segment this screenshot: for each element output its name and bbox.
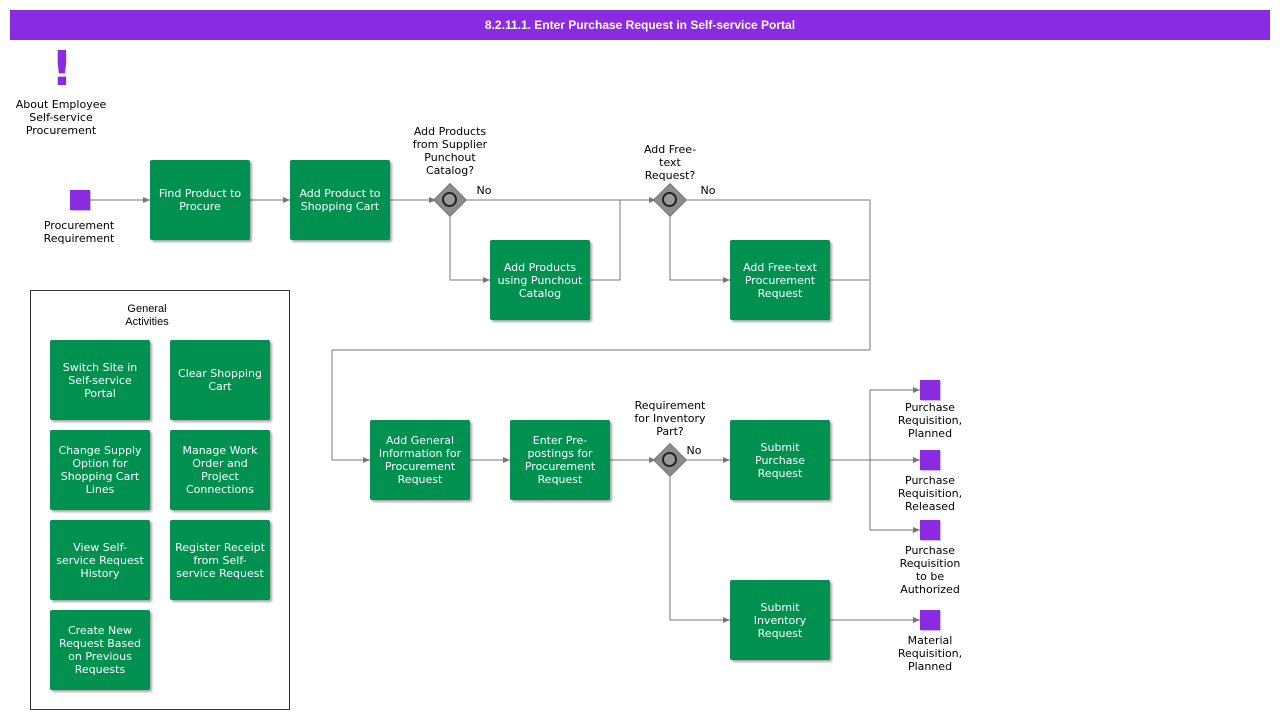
end-event-pr-to-authorize [920, 520, 940, 540]
end-event-mr-planned [920, 610, 940, 630]
end-event-mr-planned-label: Material Requisition, Planned [897, 634, 963, 673]
diagram-title: 8.2.11.1. Enter Purchase Request in Self… [10, 10, 1270, 40]
activity-manage-work-order[interactable]: Manage Work Order and Project Connection… [170, 430, 270, 510]
activity-view-history[interactable]: View Self-service Request History [50, 520, 150, 600]
task-submit-inventory[interactable]: Submit Inventory Request [730, 580, 830, 660]
end-event-pr-planned [920, 380, 940, 400]
task-add-punchout[interactable]: Add Products using Punchout Catalog [490, 240, 590, 320]
gateway-punchout-label: Add Products from Supplier Punchout Cata… [412, 125, 488, 177]
gateway-punchout-no: No [476, 184, 492, 197]
gateway-punchout-marker [442, 192, 457, 207]
gateway-inventory-no: No [686, 444, 702, 457]
general-activities-group [30, 290, 290, 710]
task-submit-purchase[interactable]: Submit Purchase Request [730, 420, 830, 500]
task-add-general-info[interactable]: Add General Information for Procurement … [370, 420, 470, 500]
task-enter-prepostings[interactable]: Enter Pre-postings for Procurement Reque… [510, 420, 610, 500]
task-add-freetext[interactable]: Add Free-text Procurement Request [730, 240, 830, 320]
gateway-inventory-label: Requirement for Inventory Part? [634, 399, 706, 438]
gateway-freetext-no: No [700, 184, 716, 197]
exclamation-icon[interactable]: ! [51, 41, 73, 97]
about-label[interactable]: About Employee Self-service Procurement [15, 98, 107, 137]
end-event-pr-released [920, 450, 940, 470]
gateway-inventory-marker [662, 452, 677, 467]
task-find-product[interactable]: Find Product to Procure [150, 160, 250, 240]
activity-create-from-previous[interactable]: Create New Request Based on Previous Req… [50, 610, 150, 690]
gateway-freetext-marker [662, 192, 677, 207]
start-event [70, 190, 90, 210]
activity-clear-cart[interactable]: Clear Shopping Cart [170, 340, 270, 420]
end-event-pr-planned-label: Purchase Requisition, Planned [897, 401, 963, 440]
end-event-pr-to-authorize-label: Purchase Requisition to be Authorized [899, 544, 961, 596]
general-activities-title: General Activities [125, 303, 169, 328]
task-add-to-cart[interactable]: Add Product to Shopping Cart [290, 160, 390, 240]
activity-change-supply-option[interactable]: Change Supply Option for Shopping Cart L… [50, 430, 150, 510]
activity-register-receipt[interactable]: Register Receipt from Self-service Reque… [170, 520, 270, 600]
gateway-freetext-label: Add Free- text Request? [643, 143, 697, 182]
end-event-pr-released-label: Purchase Requisition, Released [897, 474, 963, 513]
start-event-label: Procurement Requirement [43, 219, 115, 245]
activity-switch-site[interactable]: Switch Site in Self-service Portal [50, 340, 150, 420]
